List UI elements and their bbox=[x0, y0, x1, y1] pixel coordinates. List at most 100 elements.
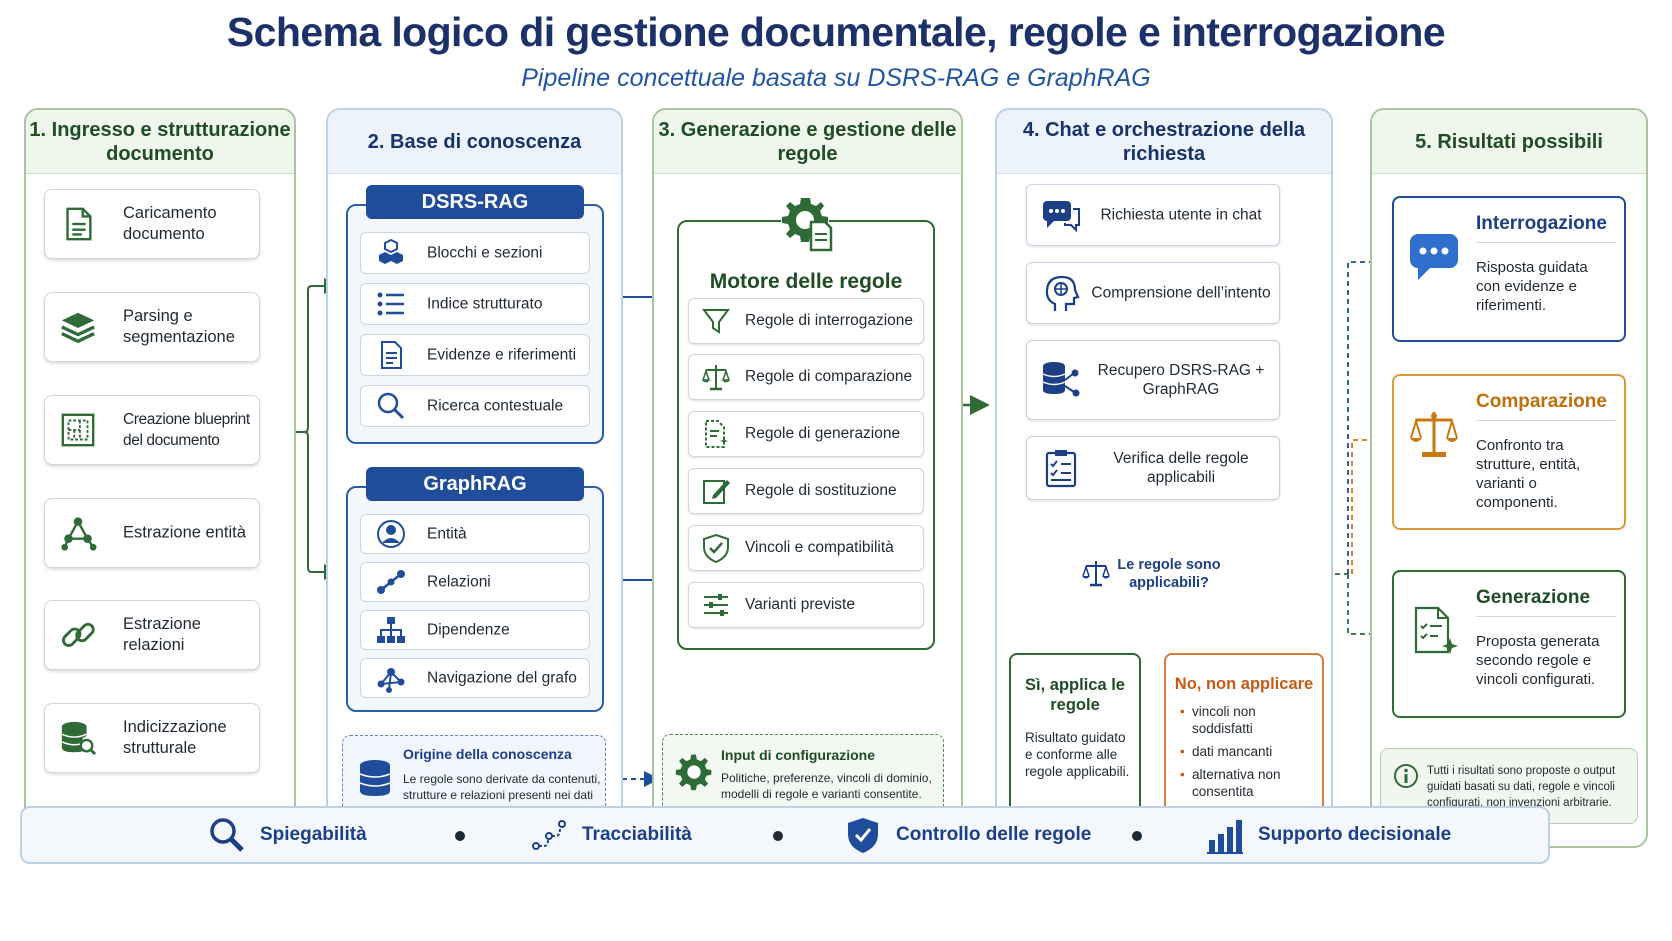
graph-icon bbox=[377, 668, 405, 693]
rule-constraints[interactable]: Vincoli e compatibilità bbox=[688, 525, 924, 571]
rule-label: Regole di interrogazione bbox=[745, 312, 914, 329]
rule-label: Varianti previste bbox=[745, 596, 855, 613]
graph-item-entities[interactable]: Entità bbox=[360, 514, 590, 554]
step-relation-extraction[interactable]: Estrazione relazioni bbox=[44, 600, 260, 670]
step-label: Estrazione relazioni bbox=[123, 615, 201, 654]
rule-query[interactable]: Regole di interrogazione bbox=[688, 298, 924, 344]
step-label: Richiesta utente in chat bbox=[1100, 206, 1262, 224]
footer-rule-control: Controllo delle regole bbox=[844, 808, 1091, 862]
graph-item-navigation[interactable]: Navigazione del grafo bbox=[360, 658, 590, 698]
step-intent[interactable]: Comprensione dell’intento bbox=[1026, 262, 1280, 324]
step-label: Comprensione dell’intento bbox=[1091, 284, 1271, 302]
edit-icon bbox=[703, 480, 730, 504]
decision-question: Le regole sono applicabili? bbox=[1117, 557, 1221, 591]
column-chat-title: 4. Chat e orchestrazione della richiesta bbox=[997, 110, 1331, 174]
document-spark-icon bbox=[1414, 606, 1458, 654]
footer-separator bbox=[773, 831, 783, 841]
document-gen-icon bbox=[705, 420, 728, 448]
step-entity-extraction[interactable]: Estrazione entità bbox=[44, 498, 260, 568]
link-icon bbox=[62, 622, 95, 647]
bar-chart-icon bbox=[1207, 820, 1243, 854]
graph-item-relations[interactable]: Relazioni bbox=[360, 562, 590, 602]
dsrs-item-index[interactable]: Indice strutturato bbox=[360, 283, 590, 325]
step-indexing[interactable]: Indicizzazione strutturale bbox=[44, 703, 260, 773]
footer-label: Supporto decisionale bbox=[1258, 824, 1452, 845]
step-label: Parsing e segmentazione bbox=[123, 307, 235, 346]
step-label: Indicizzazione strutturale bbox=[123, 718, 227, 757]
blueprint-icon bbox=[61, 413, 95, 447]
graph-item-label: Dipendenze bbox=[427, 621, 510, 639]
document-ref-icon bbox=[381, 341, 402, 369]
output-generation[interactable]: Generazione Proposta generata secondo re… bbox=[1392, 570, 1626, 718]
graph-item-dependencies[interactable]: Dipendenze bbox=[360, 610, 590, 650]
cubes-icon bbox=[379, 238, 403, 264]
footer-explainability: Spiegabilità bbox=[208, 808, 367, 862]
layers-icon bbox=[61, 312, 95, 344]
dsrs-item-evidence[interactable]: Evidenze e riferimenti bbox=[360, 334, 590, 376]
footer-traceability: Tracciabilità bbox=[530, 808, 692, 862]
rule-label: Regole di generazione bbox=[745, 425, 901, 442]
results-note-text: Tutti i risultati sono proposte o output… bbox=[1427, 765, 1616, 809]
rule-generation[interactable]: Regole di generazione bbox=[688, 411, 924, 457]
rule-comparison[interactable]: Regole di comparazione bbox=[688, 354, 924, 400]
rule-substitution[interactable]: Regole di sostituzione bbox=[688, 468, 924, 514]
page-title: Schema logico di gestione documentale, r… bbox=[226, 9, 1446, 55]
output-generation-text: Proposta generata secondo regole e vinco… bbox=[1476, 633, 1600, 688]
list-icon bbox=[377, 292, 404, 316]
shield-check-icon bbox=[703, 533, 729, 563]
dsrs-item-blocks[interactable]: Blocchi e sezioni bbox=[360, 232, 590, 274]
chat-icon bbox=[1043, 201, 1080, 233]
footer-separator bbox=[455, 831, 465, 841]
column-ingestion-title: 1. Ingresso e strutturazione documento bbox=[26, 110, 294, 174]
rule-variants[interactable]: Varianti previste bbox=[688, 582, 924, 628]
column-knowledge-base-title: 2. Base di conoscenza bbox=[328, 110, 621, 174]
step-parsing[interactable]: Parsing e segmentazione bbox=[44, 292, 260, 362]
head-icon bbox=[1045, 275, 1080, 311]
step-blueprint[interactable]: Creazione blueprint del documento bbox=[44, 395, 260, 465]
no-reason: vincoli non soddisfatti bbox=[1180, 703, 1316, 737]
output-query-text: Risposta guidata con evidenze e riferime… bbox=[1476, 259, 1588, 314]
output-query[interactable]: Interrogazione Risposta guidata con evid… bbox=[1392, 196, 1626, 342]
step-retrieval[interactable]: Recupero DSRS-RAG + GraphRAG bbox=[1026, 340, 1280, 420]
decision-yes-title: Sì, applica le regole bbox=[1025, 676, 1125, 714]
graph-item-label: Entità bbox=[427, 525, 467, 543]
configuration-input-title: Input di configurazione bbox=[721, 747, 875, 763]
output-comparison-text: Confronto tra strutture, entità, variant… bbox=[1476, 437, 1581, 511]
decision-yes-text: Risultato guidato e conforme alle regole… bbox=[1025, 730, 1130, 779]
output-comparison[interactable]: Comparazione Confronto tra strutture, en… bbox=[1392, 374, 1626, 530]
graph-item-label: Relazioni bbox=[427, 573, 491, 591]
step-label: Estrazione entità bbox=[123, 523, 246, 542]
decision-no-list: vincoli non soddisfatti dati mancanti al… bbox=[1180, 703, 1316, 806]
step-label: Recupero DSRS-RAG + GraphRAG bbox=[1097, 362, 1265, 398]
step-upload-document[interactable]: Caricamento documento bbox=[44, 189, 260, 259]
step-label: Verifica delle regole applicabili bbox=[1113, 450, 1249, 486]
magnifier-icon bbox=[210, 818, 244, 852]
trace-icon bbox=[532, 820, 566, 850]
graphrag-title: GraphRAG bbox=[366, 467, 584, 501]
hierarchy-icon bbox=[377, 617, 405, 643]
knowledge-origin-title: Origine della conoscenza bbox=[403, 746, 572, 762]
sliders-icon bbox=[704, 594, 728, 616]
dsrs-item-search[interactable]: Ricerca contestuale bbox=[360, 385, 590, 427]
db-graph-icon bbox=[1042, 362, 1080, 397]
step-user-request[interactable]: Richiesta utente in chat bbox=[1026, 184, 1280, 246]
graph-item-label: Navigazione del grafo bbox=[427, 669, 577, 687]
step-label: Caricamento documento bbox=[123, 204, 217, 243]
footer-separator bbox=[1132, 831, 1142, 841]
relation-icon bbox=[377, 570, 405, 594]
dsrs-item-label: Ricerca contestuale bbox=[427, 397, 564, 415]
output-query-title: Interrogazione bbox=[1476, 212, 1616, 243]
dsrs-item-label: Indice strutturato bbox=[427, 295, 543, 313]
gear-icon bbox=[675, 754, 712, 791]
balance-icon bbox=[1410, 412, 1458, 457]
database-icon bbox=[359, 760, 391, 796]
knowledge-origin-note: Origine della conoscenza Le regole sono … bbox=[342, 735, 606, 834]
scale-icon bbox=[701, 365, 731, 391]
column-results-title: 5. Risultati possibili bbox=[1372, 110, 1646, 174]
output-generation-title: Generazione bbox=[1476, 586, 1616, 617]
decision-no-box: No, non applicare vincoli non soddisfatt… bbox=[1164, 653, 1324, 813]
footer-decision-support: Supporto decisionale bbox=[1206, 808, 1451, 862]
step-verify-rules[interactable]: Verifica delle regole applicabili bbox=[1026, 436, 1280, 500]
search-icon bbox=[377, 392, 405, 420]
no-reason: alternativa non consentita bbox=[1180, 766, 1316, 800]
